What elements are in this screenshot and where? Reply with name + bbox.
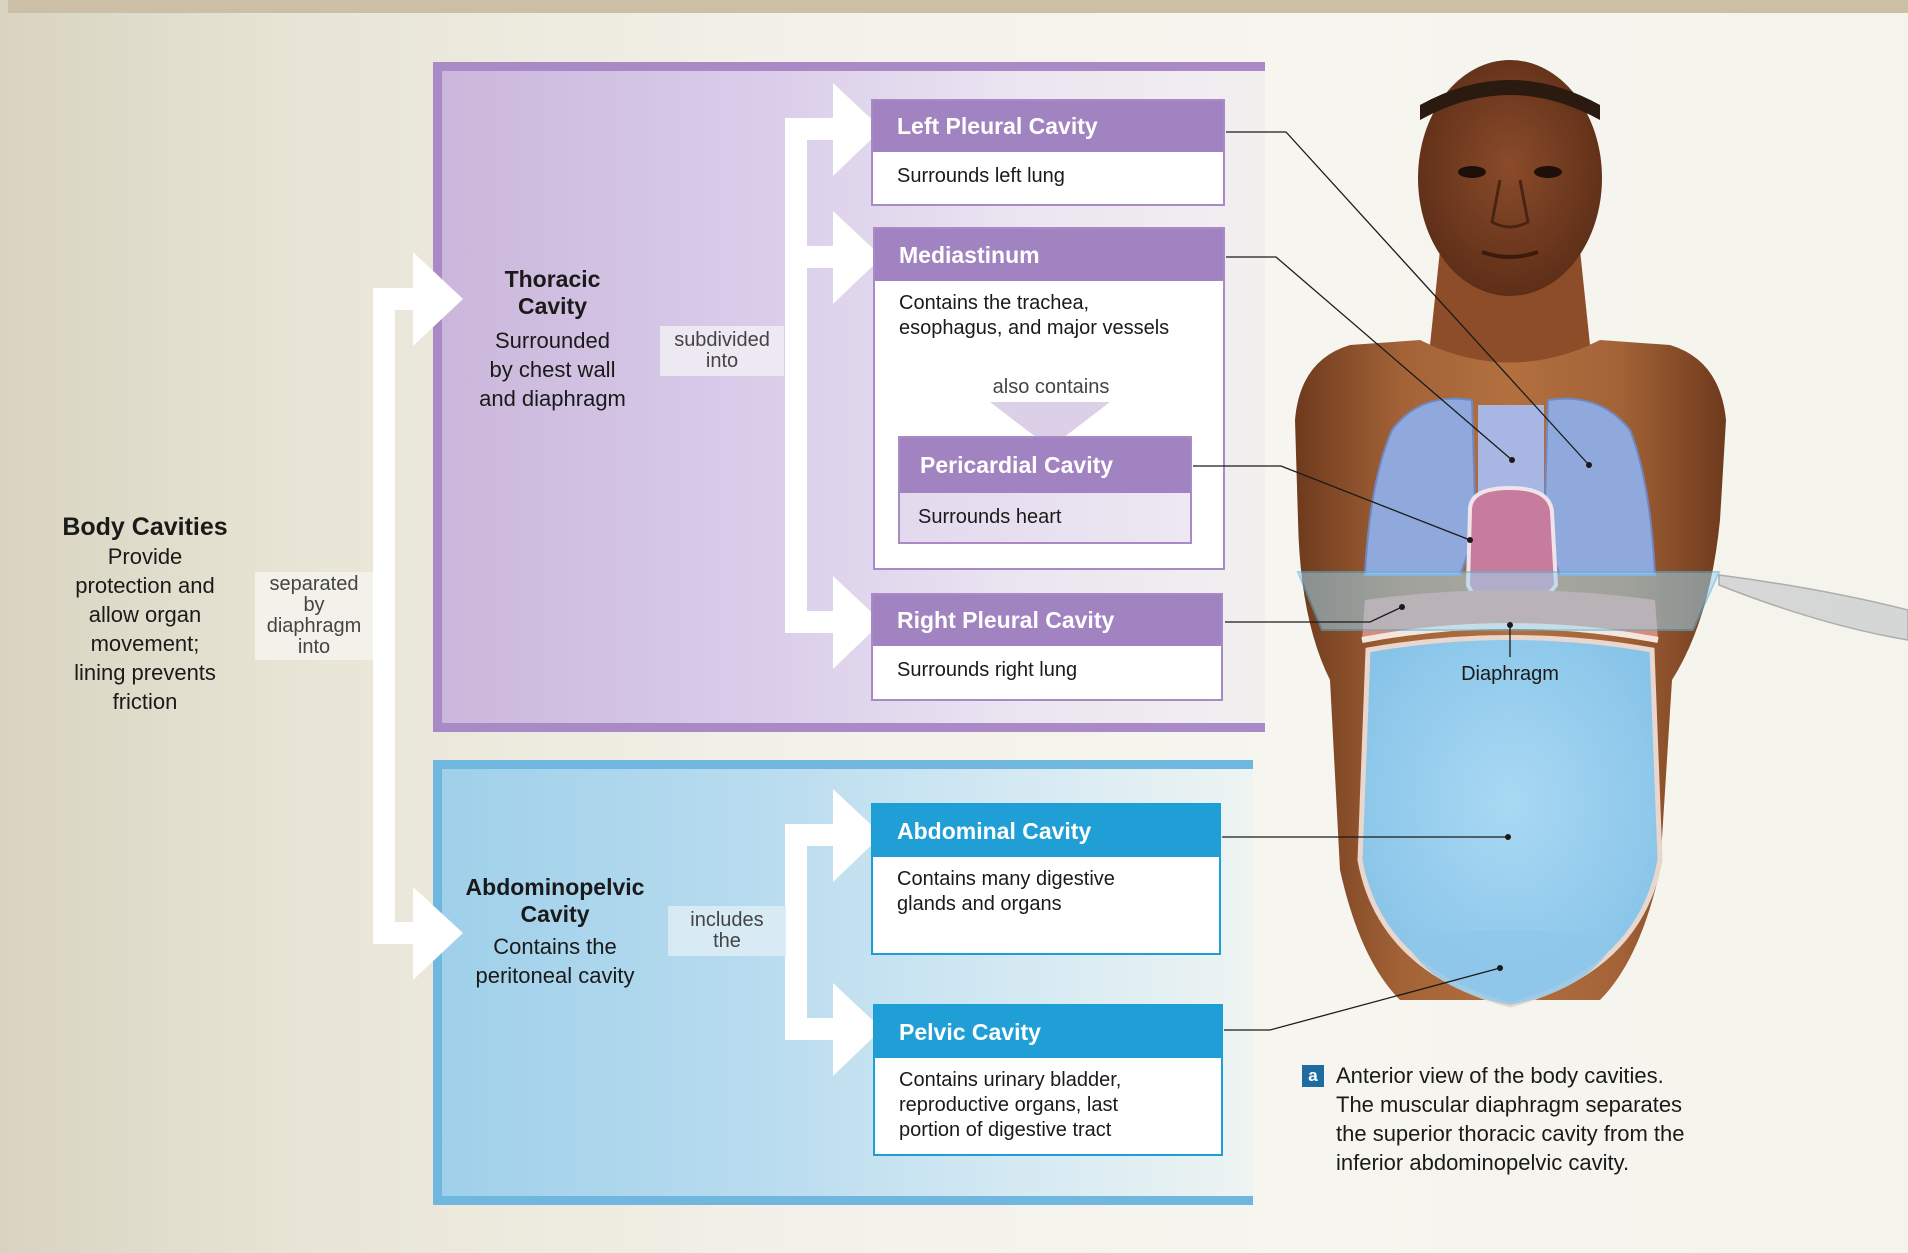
figure-caption: a Anterior view of the body cavities. Th… [1302, 1061, 1752, 1177]
diaphragm-label: Diaphragm [1420, 663, 1600, 686]
caption-line: inferior abdominopelvic cavity. [1336, 1148, 1752, 1177]
mediastinum-region [1478, 405, 1544, 500]
diaphragm-plane [1298, 572, 1719, 630]
caption-line: Anterior view of the body cavities. [1336, 1061, 1752, 1090]
caption-line: the superior thoracic cavity from the [1336, 1119, 1752, 1148]
figure-badge: a [1302, 1065, 1324, 1087]
caption-line: The muscular diaphragm separates [1336, 1090, 1752, 1119]
caption-text: Anterior view of the body cavities. The … [1336, 1061, 1752, 1177]
view-fan [1719, 575, 1908, 640]
